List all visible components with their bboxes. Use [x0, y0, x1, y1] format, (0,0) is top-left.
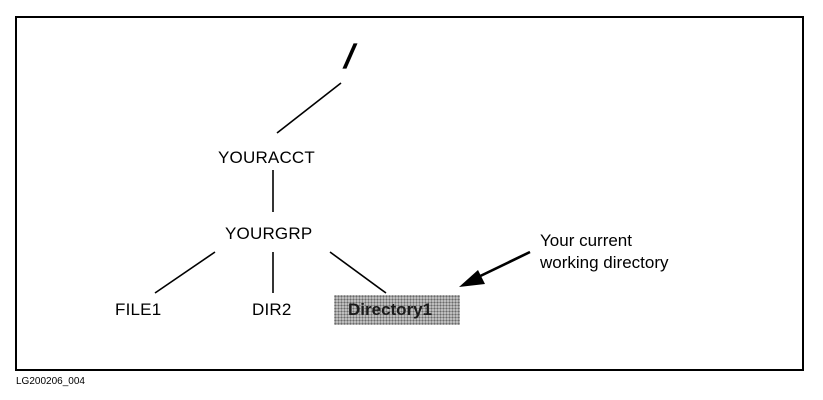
node-youracct: YOURACCT: [218, 148, 315, 167]
callout-line-1: Your current: [540, 231, 632, 250]
link-group-to-file1: [154, 251, 216, 294]
figure-identifier: LG200206_004: [16, 376, 85, 387]
diagram-frame: [15, 16, 804, 371]
callout-arrow-head: [459, 270, 485, 287]
node-directory1: Directory1: [348, 300, 433, 319]
link-group-to-current: [329, 251, 387, 294]
callout-arrow-shaft: [471, 250, 531, 282]
current-directory-highlight: [334, 295, 460, 325]
link-root-to-account: [276, 82, 342, 134]
node-dir2: DIR2: [252, 300, 292, 319]
node-yourgrp: YOURGRP: [225, 224, 313, 243]
callout-text: Your current working directory: [540, 230, 669, 274]
node-file1: FILE1: [115, 300, 162, 319]
callout-line-2: working directory: [540, 253, 669, 272]
